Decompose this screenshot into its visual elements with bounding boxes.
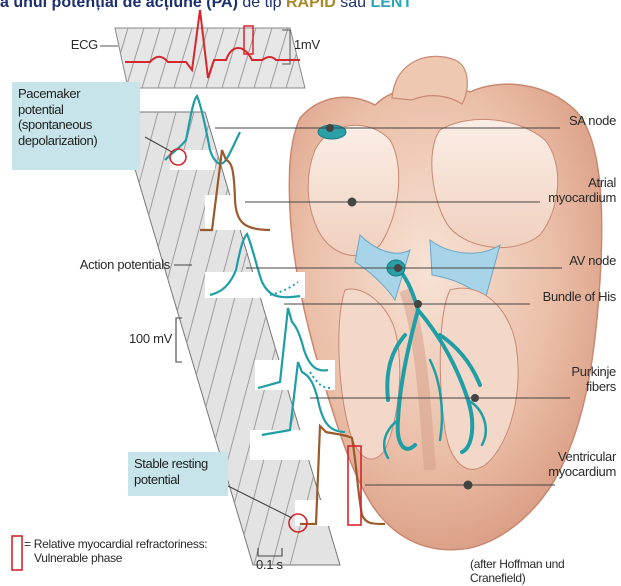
pacemaker-line-1: Pacemaker (18, 86, 134, 102)
ecg-label: ECG (40, 38, 98, 53)
refractory-line-2: Vulnerable phase (24, 552, 207, 566)
refractory-line-1: = Relative myocardial refractoriness: (24, 538, 207, 552)
pacemaker-line-4: depolarization) (18, 133, 134, 149)
action-potentials-label: Action potentials (10, 258, 170, 273)
resting-line-1: Stable resting (134, 456, 222, 472)
ecg-scale-label: 1mV (294, 38, 320, 53)
label-av-node: AV node (480, 254, 616, 269)
pacemaker-line-2: potential (18, 102, 134, 118)
label-ventricular-line-2: myocardium (480, 465, 616, 480)
pacemaker-line-3: (spontaneous (18, 117, 134, 133)
credit-label: (after Hoffman und Cranefield) (470, 558, 621, 586)
label-atrial-line-1: Atrial (480, 176, 616, 191)
label-purkinje-line-2: fibers (480, 380, 616, 395)
label-atrial-line-2: myocardium (480, 191, 616, 206)
right-atrium-cavity (308, 125, 399, 255)
time-scale-label: 0.1 s (256, 558, 283, 573)
label-sa-node: SA node (480, 114, 616, 129)
label-ventricular-myocardium: Ventricular myocardium (480, 450, 616, 480)
refractory-legend: = Relative myocardial refractoriness: Vu… (24, 538, 207, 566)
ecg-strip (100, 10, 305, 88)
resting-line-2: potential (134, 472, 222, 488)
pacemaker-callout: Pacemaker potential (spontaneous depolar… (12, 82, 140, 170)
label-atrial-myocardium: Atrial myocardium (480, 176, 616, 206)
label-purkinje-fibers: Purkinje fibers (480, 365, 616, 395)
refractory-legend-rect (12, 536, 22, 570)
label-purkinje-line-1: Purkinje (480, 365, 616, 380)
label-bundle-of-his: Bundle of His (480, 290, 616, 305)
label-ventricular-line-1: Ventricular (480, 450, 616, 465)
resting-callout: Stable resting potential (128, 452, 228, 496)
voltage-scale-label: 100 mV (100, 332, 172, 347)
